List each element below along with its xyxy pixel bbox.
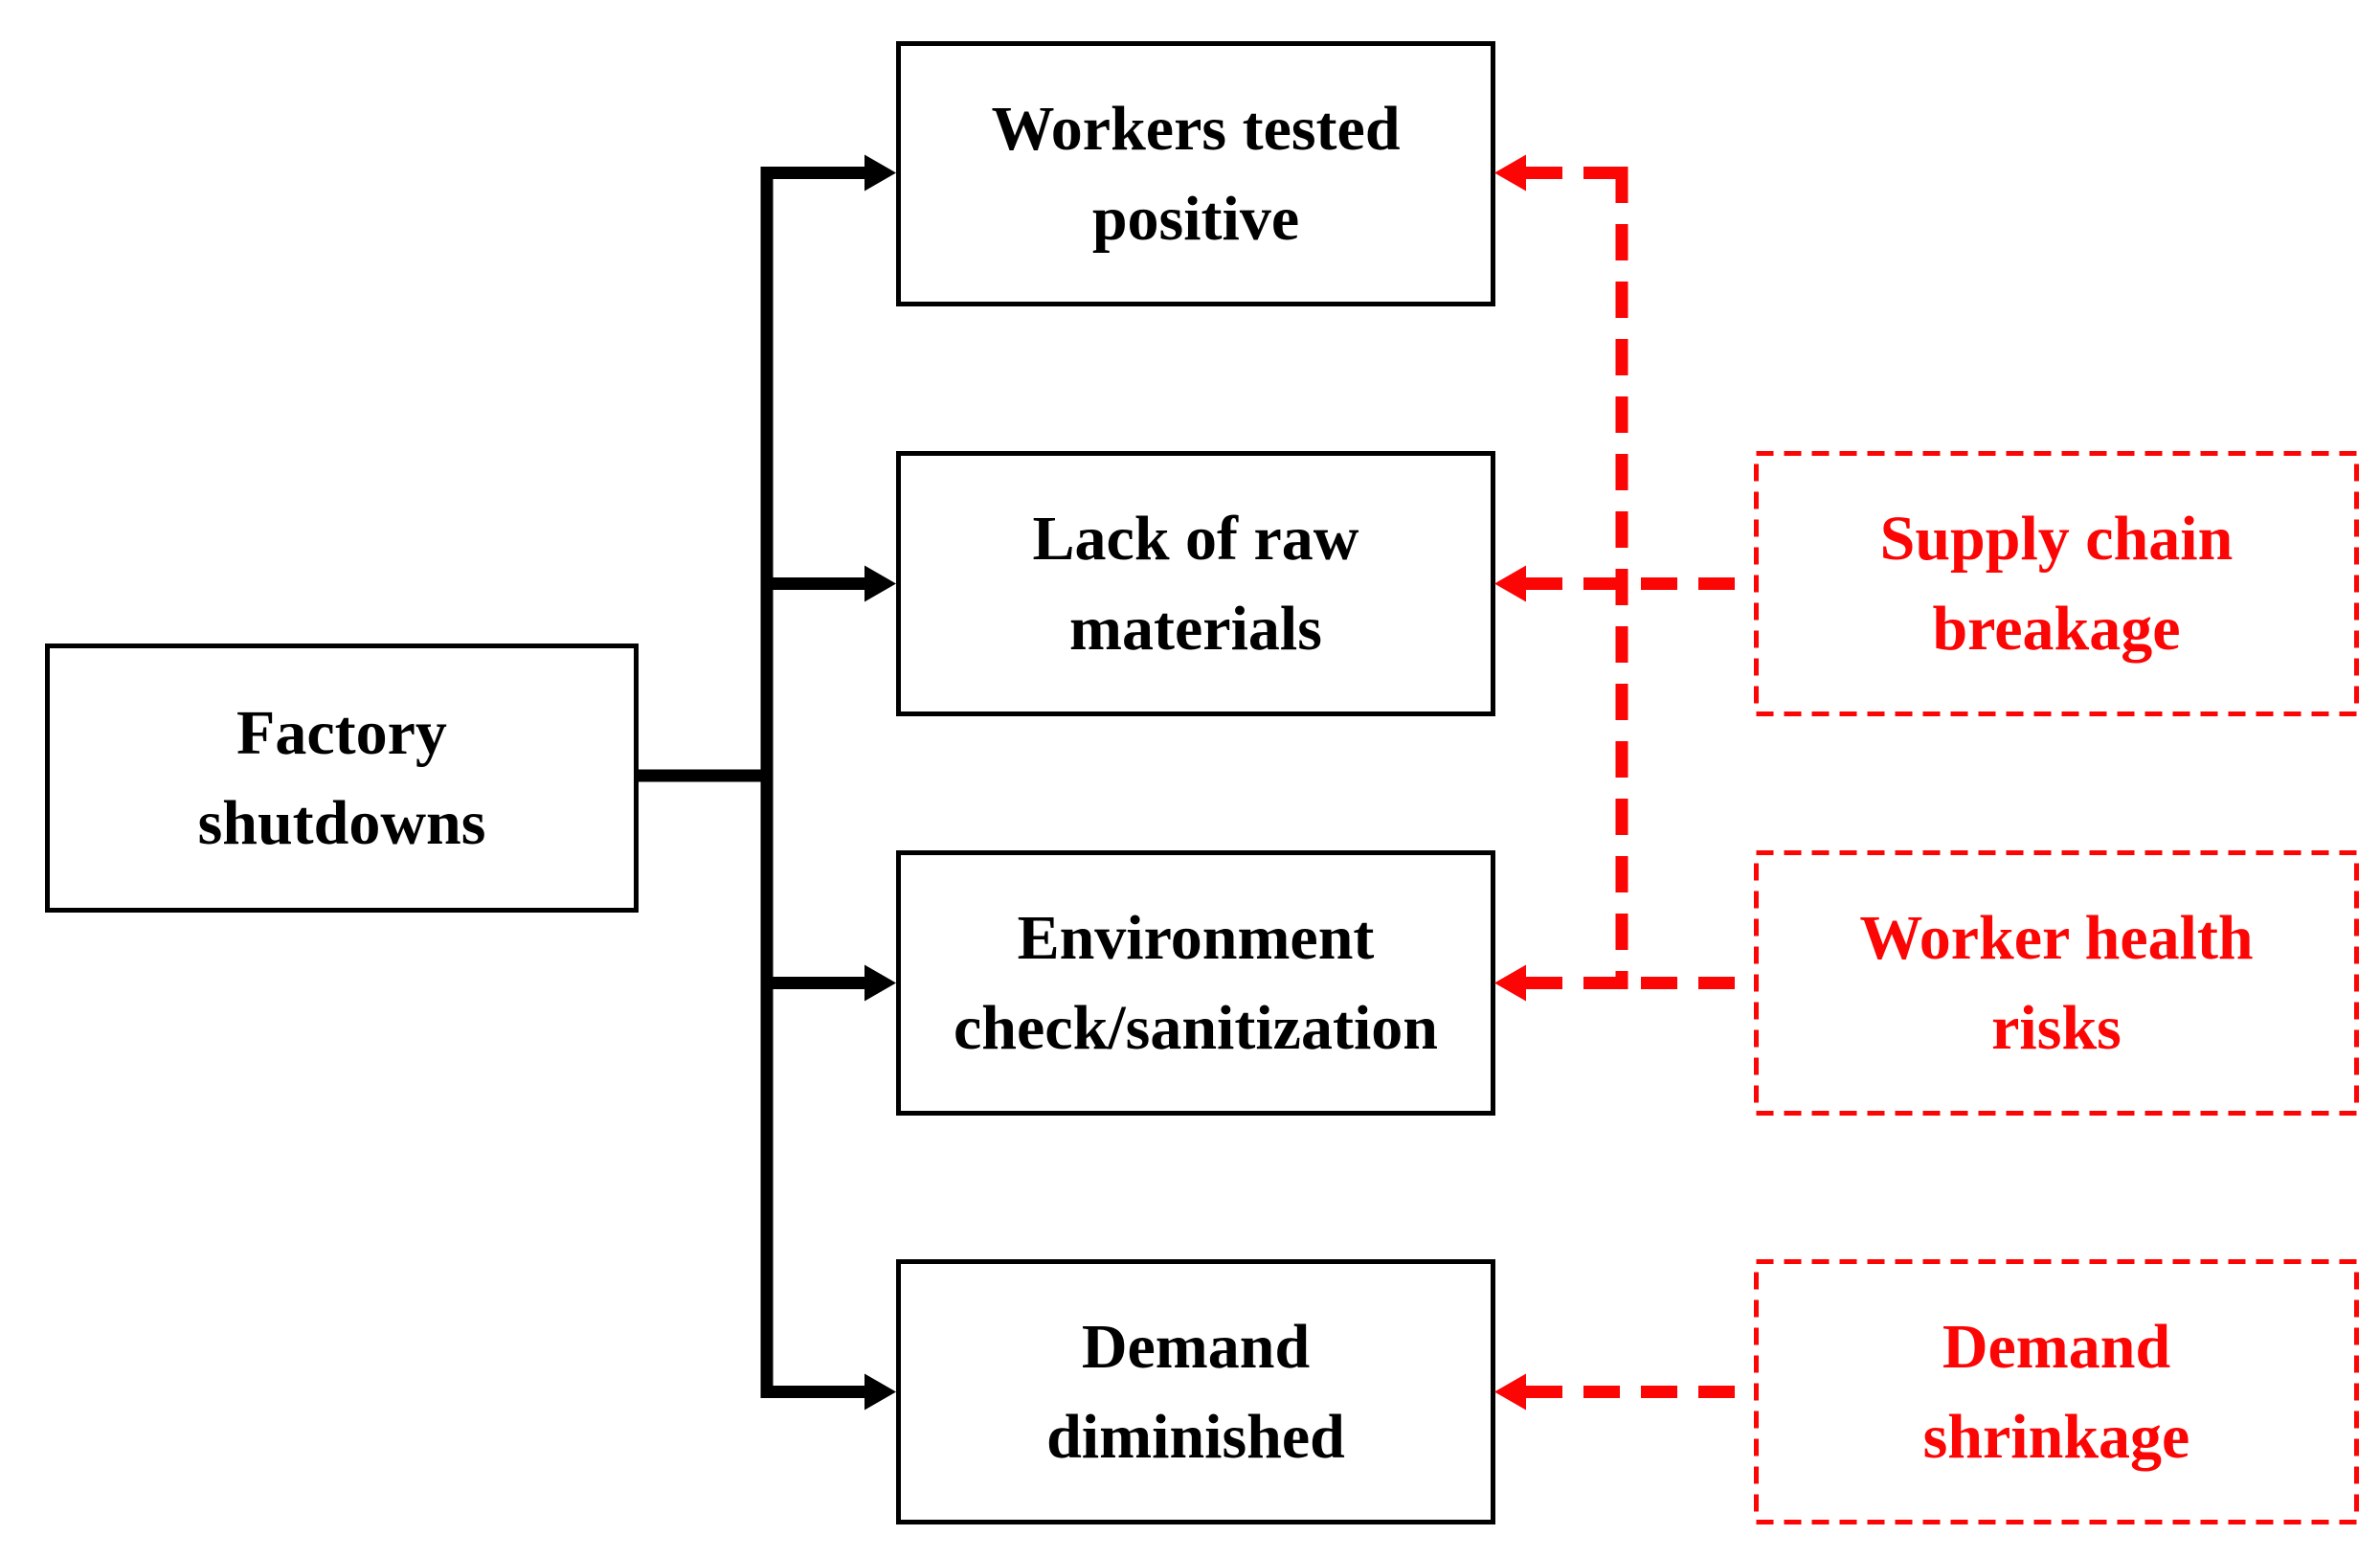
environment-check-box-outline — [896, 850, 1495, 1116]
node-lack-of-raw-materials: Lack of raw materials — [1032, 503, 1359, 664]
red-arrow-workers-arrowhead-icon — [1494, 154, 1526, 192]
node-environment-check-sanitization: Environment check/sanitization — [954, 902, 1438, 1063]
demand-diminished-box-outline — [896, 1259, 1495, 1524]
supply-chain-breakage-box-outline — [1754, 451, 2359, 716]
branch-demand-arrowhead-icon — [864, 1373, 896, 1411]
node-demand-shrinkage: Demand shrinkage — [1922, 1311, 2190, 1472]
node-workers-tested-positive: Workers tested positive — [991, 93, 1401, 254]
red-arrow-environment-arrowhead-icon — [1494, 964, 1526, 1002]
lack-of-raw-materials-box-outline — [896, 451, 1495, 716]
red-arrow-demand-arrowhead-icon — [1494, 1373, 1526, 1411]
demand-shrinkage-box-outline — [1754, 1259, 2359, 1524]
factory-shutdowns-box-outline — [45, 644, 639, 913]
branch-workers-arrowhead-icon — [864, 154, 896, 192]
worker-health-risks-box-outline — [1754, 850, 2359, 1116]
node-supply-chain-breakage: Supply chain breakage — [1879, 503, 2234, 664]
red-arrow-materials-arrowhead-icon — [1494, 565, 1526, 602]
node-demand-diminished: Demand diminished — [1046, 1311, 1345, 1472]
node-worker-health-risks: Worker health risks — [1859, 902, 2254, 1063]
branch-materials-arrowhead-icon — [864, 565, 896, 602]
node-factory-shutdowns: Factory shutdowns — [197, 697, 486, 858]
branch-environment-arrowhead-icon — [864, 964, 896, 1002]
workers-tested-positive-box-outline — [896, 41, 1495, 306]
